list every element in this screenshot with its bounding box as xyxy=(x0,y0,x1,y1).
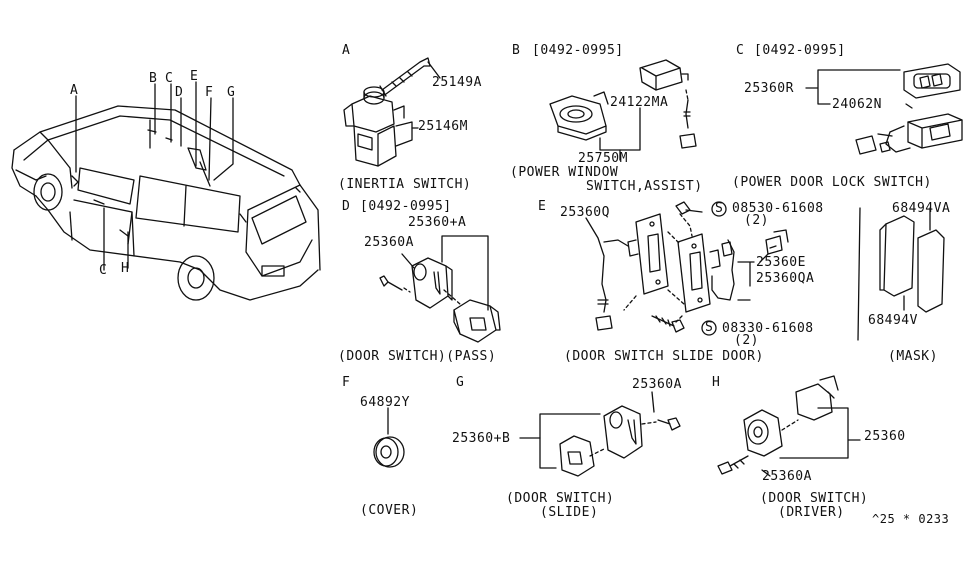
caption-power-door-lock: (POWER DOOR LOCK SWITCH) xyxy=(732,175,932,190)
power-door-lock-switch-drawing xyxy=(806,64,962,154)
screw-symbols xyxy=(702,202,726,335)
part-24062n: 24062N xyxy=(832,97,882,112)
caption-cover: (COVER) xyxy=(360,503,419,518)
door-switch-driver-drawing xyxy=(718,376,860,476)
section-c-date-range: [0492-0995] xyxy=(754,43,846,58)
callout-a: A xyxy=(70,83,79,98)
section-g-letter: G xyxy=(456,375,465,390)
part-68494v: 68494V xyxy=(868,313,918,328)
part-08330-61608: 08330-61608 xyxy=(722,321,814,336)
cover-drawing xyxy=(374,408,404,467)
screw-symbol-top: S xyxy=(715,201,724,216)
caption-inertia-switch: (INERTIA SWITCH) xyxy=(338,177,472,192)
door-switch-pass-drawing xyxy=(380,236,500,342)
section-b-date-range: [0492-0995] xyxy=(532,43,624,58)
part-08530-qty: (2) xyxy=(744,213,769,228)
callout-g: G xyxy=(227,85,236,100)
caption-door-switch-slide-line2: (SLIDE) xyxy=(540,505,599,520)
caption-door-switch-slide-door: (DOOR SWITCH SLIDE DOOR) xyxy=(564,349,764,364)
caption-door-switch-driver-line1: (DOOR SWITCH) xyxy=(760,491,869,506)
part-25360-plus-b: 25360+B xyxy=(452,431,511,446)
part-25360-driver: 25360 xyxy=(864,429,906,444)
part-25360q: 25360Q xyxy=(560,205,610,220)
part-25360r: 25360R xyxy=(744,81,794,96)
caption-door-switch-slide-line1: (DOOR SWITCH) xyxy=(506,491,615,506)
part-25146m: 25146M xyxy=(418,119,468,134)
part-08330-qty: (2) xyxy=(734,333,759,348)
door-switch-slide-drawing xyxy=(520,392,680,476)
part-25750m: 25750M xyxy=(578,151,628,166)
mask-drawing xyxy=(858,208,944,340)
callout-c-lower: C xyxy=(99,263,108,278)
part-25360a-pass: 25360A xyxy=(364,235,414,250)
callout-d: D xyxy=(175,85,184,100)
caption-door-switch-pass: (DOOR SWITCH)(PASS) xyxy=(338,349,497,364)
section-c-letter: C xyxy=(736,43,745,58)
inertia-switch-drawing xyxy=(344,58,440,166)
screw-symbol-bottom: S xyxy=(705,320,714,335)
power-window-switch-drawing xyxy=(550,60,696,160)
part-25360-plus-a: 25360+A xyxy=(408,215,467,230)
diagram-reference-code: ^25 * 0233 xyxy=(872,512,950,526)
part-25360qa: 25360QA xyxy=(756,271,815,286)
section-b-letter: B xyxy=(512,43,521,58)
section-d-date-range: [0492-0995] xyxy=(360,199,452,214)
section-h-letter: H xyxy=(712,375,721,390)
section-e-letter: E xyxy=(538,199,547,214)
callout-h: H xyxy=(121,261,130,276)
section-a-letter: A xyxy=(342,43,351,58)
part-08530-61608: 08530-61608 xyxy=(732,201,824,216)
caption-mask: (MASK) xyxy=(888,349,938,364)
part-25360e: 25360E xyxy=(756,255,806,270)
callout-b: B xyxy=(149,71,158,86)
caption-power-window-line1: (POWER WINDOW xyxy=(510,165,619,180)
caption-power-window-line2: SWITCH,ASSIST) xyxy=(586,179,703,194)
callout-c: C xyxy=(165,71,174,86)
part-24122ma: 24122MA xyxy=(610,95,669,110)
minivan-illustration xyxy=(12,82,320,300)
callout-e: E xyxy=(190,69,199,84)
callout-f: F xyxy=(205,85,214,100)
caption-door-switch-driver-line2: (DRIVER) xyxy=(778,505,845,520)
part-68494va: 68494VA xyxy=(892,201,951,216)
part-25360a-slide: 25360A xyxy=(632,377,682,392)
door-switch-slide-door-drawing xyxy=(586,202,788,332)
part-25360a-driver: 25360A xyxy=(762,469,812,484)
section-d-letter: D xyxy=(342,199,351,214)
part-64892y: 64892Y xyxy=(360,395,410,410)
section-f-letter: F xyxy=(342,375,351,390)
part-25149a: 25149A xyxy=(432,75,482,90)
